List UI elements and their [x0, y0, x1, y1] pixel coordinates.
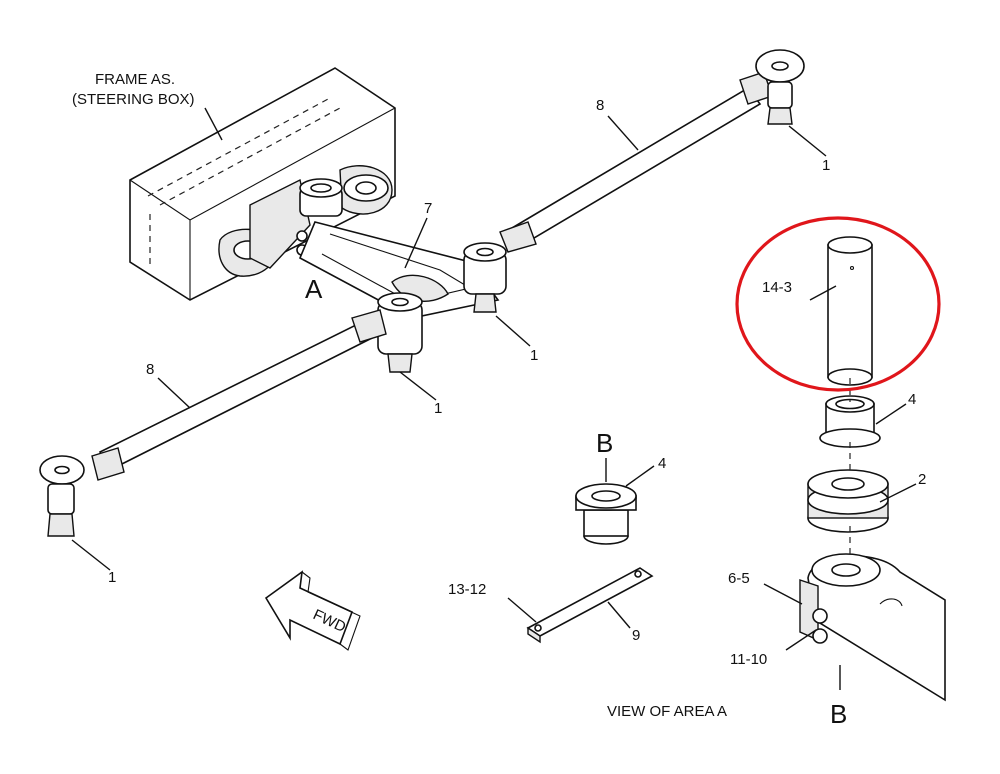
callout-2: 2	[918, 471, 926, 488]
mounting-bracket	[799, 553, 946, 702]
callout-9: 9	[632, 627, 640, 644]
highlight-circle	[735, 216, 941, 392]
bushing-4-detail	[575, 483, 637, 545]
callout-6-5: 6-5	[728, 570, 750, 587]
tie-rod-lower-8	[91, 309, 387, 481]
pin-14-3	[827, 236, 873, 386]
callout-8-upper: 8	[596, 97, 604, 114]
callout-4-bushing: 4	[658, 455, 666, 472]
plate-9	[526, 567, 654, 644]
callout-13-12: 13-12	[448, 581, 486, 598]
leader-lines	[71, 107, 917, 651]
ball-joint-center	[377, 292, 423, 373]
view-b-top: B	[596, 428, 613, 458]
callout-1-center-right: 1	[530, 347, 538, 364]
frame-label-line1: FRAME AS.	[95, 71, 175, 88]
callout-11-10: 11-10	[730, 651, 767, 668]
ball-joint-left	[39, 455, 85, 537]
callout-1-left: 1	[108, 569, 116, 586]
ball-joint-top-right	[755, 49, 805, 125]
callout-14-3: 14-3	[762, 279, 792, 296]
washer-2	[807, 469, 889, 533]
view-b-bottom: B	[830, 699, 847, 729]
forward-arrow: FWD	[264, 570, 361, 651]
pivot-area-a	[249, 178, 343, 269]
callout-7: 7	[424, 200, 432, 217]
tie-rod-upper-8	[499, 71, 773, 253]
view-caption: VIEW OF AREA A	[607, 703, 727, 720]
callout-4-right: 4	[908, 391, 916, 408]
callout-1-center: 1	[434, 400, 442, 417]
ball-joint-center-right	[463, 242, 507, 313]
area-a-label: A	[305, 274, 323, 304]
callout-1-top-right: 1	[822, 157, 830, 174]
frame-label-line2: (STEERING BOX)	[72, 91, 195, 108]
callout-8-lower: 8	[146, 361, 154, 378]
bushing-4-right	[819, 395, 881, 448]
